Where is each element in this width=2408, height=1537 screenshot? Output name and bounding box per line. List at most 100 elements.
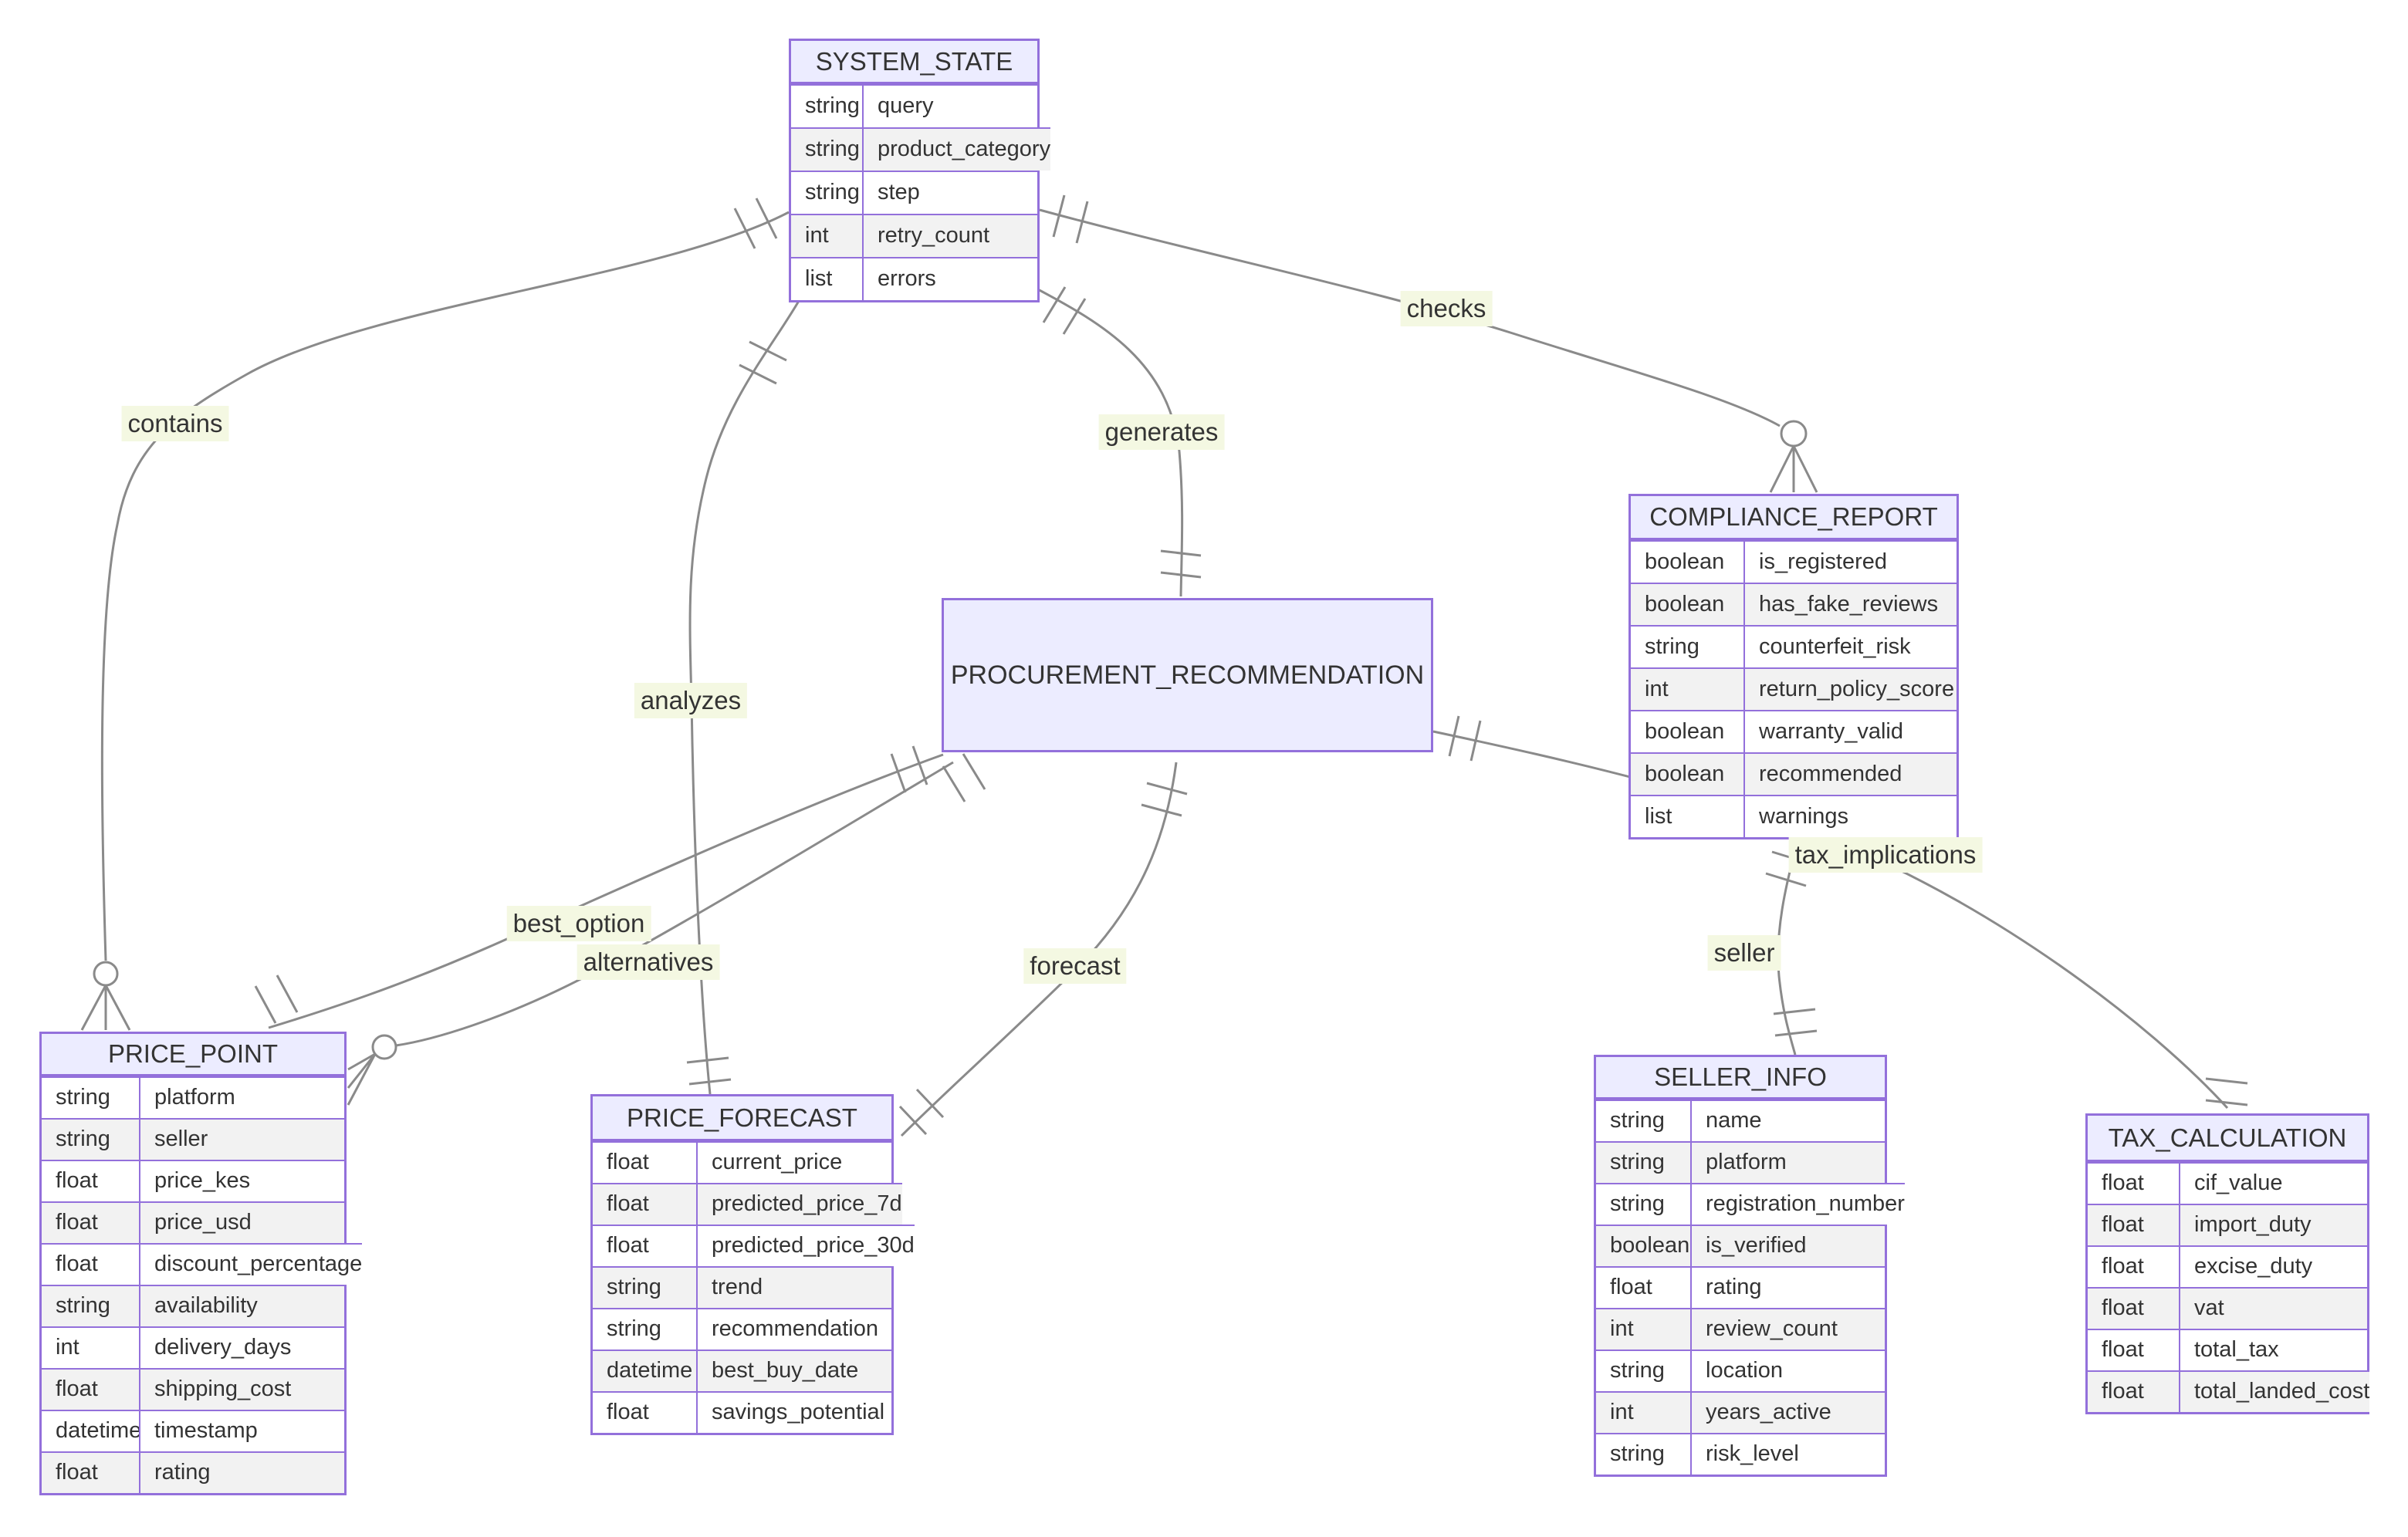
entity-title: PRICE_FORECAST bbox=[593, 1096, 891, 1141]
entity-title: COMPLIANCE_REPORT bbox=[1631, 496, 1956, 540]
entity-title: TAX_CALCULATION bbox=[2088, 1116, 2367, 1162]
attribute-type: float bbox=[593, 1225, 696, 1266]
attribute-type: float bbox=[593, 1391, 696, 1433]
attribute-type: float bbox=[2088, 1162, 2179, 1204]
contains-zero-circle-icon bbox=[93, 961, 119, 987]
attribute-type: float bbox=[2088, 1204, 2179, 1245]
attribute-type: float bbox=[593, 1183, 696, 1225]
relationship-label-checks: checks bbox=[1400, 291, 1493, 326]
relationship-label-contains: contains bbox=[121, 406, 229, 441]
attribute-name: cif_value bbox=[2179, 1162, 2367, 1204]
attribute-type: string bbox=[791, 171, 862, 214]
attribute-type: string bbox=[1631, 625, 1743, 667]
attribute-type: float bbox=[42, 1201, 139, 1243]
attribute-type: string bbox=[791, 84, 862, 127]
attribute-name: predicted_price_7d bbox=[696, 1183, 902, 1225]
best-option-one-ticks-end-icon bbox=[254, 975, 299, 1024]
attribute-type: datetime bbox=[593, 1350, 696, 1391]
checks-zero-circle-icon bbox=[1780, 420, 1808, 448]
attribute-type: float bbox=[2088, 1329, 2179, 1370]
attribute-name: risk_level bbox=[1690, 1433, 1885, 1475]
attribute-name: discount_percentage bbox=[139, 1243, 363, 1285]
entity-procurement-recommendation[interactable]: PROCUREMENT_RECOMMENDATION bbox=[942, 598, 1433, 752]
forecast-one-ticks-end-icon bbox=[898, 1088, 945, 1136]
attribute-type: string bbox=[1596, 1183, 1690, 1225]
attribute-name: is_verified bbox=[1690, 1225, 1885, 1266]
attribute-name: import_duty bbox=[2179, 1204, 2367, 1245]
attribute-type: string bbox=[791, 127, 862, 171]
attribute-name: retry_count bbox=[862, 214, 1037, 257]
edge-contains bbox=[80, 198, 790, 1031]
attribute-type: boolean bbox=[1596, 1225, 1690, 1266]
attribute-type: string bbox=[593, 1266, 696, 1308]
attribute-name: registration_number bbox=[1690, 1183, 1905, 1225]
attribute-name: query bbox=[862, 84, 1037, 127]
relationship-label-analyzes: analyzes bbox=[634, 683, 748, 718]
attribute-name: delivery_days bbox=[139, 1326, 344, 1368]
attribute-name: product_category bbox=[862, 127, 1051, 171]
attribute-name: platform bbox=[1690, 1141, 1885, 1183]
attribute-name: seller bbox=[139, 1118, 344, 1160]
attribute-type: float bbox=[593, 1141, 696, 1183]
attribute-name: warranty_valid bbox=[1743, 710, 1956, 752]
edge-alternatives bbox=[347, 753, 986, 1106]
entity-title: SELLER_INFO bbox=[1596, 1057, 1885, 1100]
alternatives-crowfoot-icon bbox=[347, 1052, 377, 1106]
attribute-name: recommended bbox=[1743, 752, 1956, 795]
attribute-name: timestamp bbox=[139, 1410, 344, 1451]
contains-crowfoot-icon bbox=[80, 985, 131, 1031]
attribute-type: float bbox=[42, 1243, 139, 1285]
attribute-type: int bbox=[42, 1326, 139, 1368]
attribute-type: int bbox=[1631, 667, 1743, 710]
edge-best-option bbox=[254, 745, 944, 1029]
attribute-name: is_registered bbox=[1743, 540, 1956, 583]
attribute-name: has_fake_reviews bbox=[1743, 583, 1956, 625]
attribute-type: string bbox=[42, 1285, 139, 1326]
analyzes-one-ticks-end-icon bbox=[686, 1056, 732, 1086]
attribute-name: rating bbox=[1690, 1266, 1885, 1308]
attribute-name: shipping_cost bbox=[139, 1368, 344, 1410]
attribute-type: int bbox=[1596, 1391, 1690, 1433]
attribute-name: errors bbox=[862, 257, 1037, 300]
attribute-type: string bbox=[1596, 1141, 1690, 1183]
attribute-type: int bbox=[1596, 1308, 1690, 1350]
attribute-type: boolean bbox=[1631, 583, 1743, 625]
attribute-type: float bbox=[2088, 1245, 2179, 1287]
tax-one-ticks-end-icon bbox=[2205, 1077, 2248, 1106]
attribute-type: float bbox=[2088, 1287, 2179, 1329]
relationship-label-forecast: forecast bbox=[1023, 948, 1127, 984]
attribute-name: price_usd bbox=[139, 1201, 344, 1243]
attribute-name: best_buy_date bbox=[696, 1350, 891, 1391]
attribute-type: string bbox=[593, 1308, 696, 1350]
